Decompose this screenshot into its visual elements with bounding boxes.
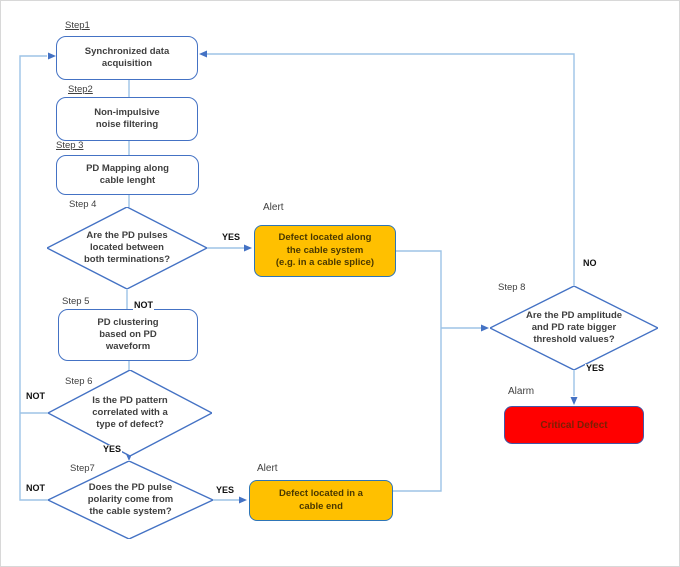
step7-label: Step7	[70, 463, 95, 474]
step4-label: Step 4	[69, 199, 97, 210]
node-step6: Is the PD pattern correlated with a type…	[48, 370, 212, 456]
node-alert-cable-end: Defect located in a cable end	[249, 480, 393, 521]
node-step2: Non-impulsive noise filtering	[56, 97, 198, 141]
edge-label-step7-not: NOT	[25, 483, 46, 494]
alarm-label: Alarm	[508, 386, 535, 397]
node-step6-text: Is the PD pattern correlated with a type…	[92, 395, 168, 430]
edge-label-step6-yes: YES	[102, 444, 123, 455]
alert1-label: Alert	[263, 202, 284, 213]
arrow-into-alarm	[570, 397, 578, 405]
step6-label: Step 6	[65, 376, 93, 387]
node-step3: PD Mapping along cable lenght	[56, 155, 199, 195]
node-step5: PD clustering based on PD waveform	[58, 309, 198, 361]
node-step7: Does the PD pulse polarity come from the…	[48, 461, 213, 539]
arrow-into-step8	[481, 324, 489, 332]
step5-label: Step 5	[62, 296, 90, 307]
step2-label: Step2	[68, 84, 93, 95]
edge-label-step8-yes: YES	[585, 363, 606, 374]
step3-label: Step 3	[56, 140, 84, 151]
arrow-into-step1-left	[48, 52, 56, 60]
node-step1: Synchronized data acquisition	[56, 36, 198, 80]
node-step4-text: Are the PD pulses located between both t…	[83, 230, 171, 265]
step8-label: Step 8	[498, 282, 526, 293]
edge-label-step4-yes: YES	[221, 232, 242, 243]
node-step8: Are the PD amplitude and PD rate bigger …	[490, 286, 658, 370]
edge-label-step4-not: NOT	[133, 300, 154, 311]
node-alert-cable-system: Defect located along the cable system (e…	[254, 225, 396, 277]
node-step8-text: Are the PD amplitude and PD rate bigger …	[525, 310, 623, 345]
node-step4: Are the PD pulses located between both t…	[47, 207, 207, 289]
arrow-into-step1-right	[199, 50, 207, 58]
step1-label: Step1	[65, 20, 90, 31]
node-step7-text: Does the PD pulse polarity come from the…	[87, 482, 174, 517]
alert2-label: Alert	[257, 463, 278, 474]
edge-label-step8-no: NO	[582, 258, 598, 269]
edge-label-step7-yes: YES	[215, 485, 236, 496]
node-alarm-critical-defect: Critical Defect	[504, 406, 644, 444]
arrow-into-alert1	[244, 244, 252, 252]
edge-label-step6-not: NOT	[25, 391, 46, 402]
arrow-into-alert2	[239, 496, 247, 504]
